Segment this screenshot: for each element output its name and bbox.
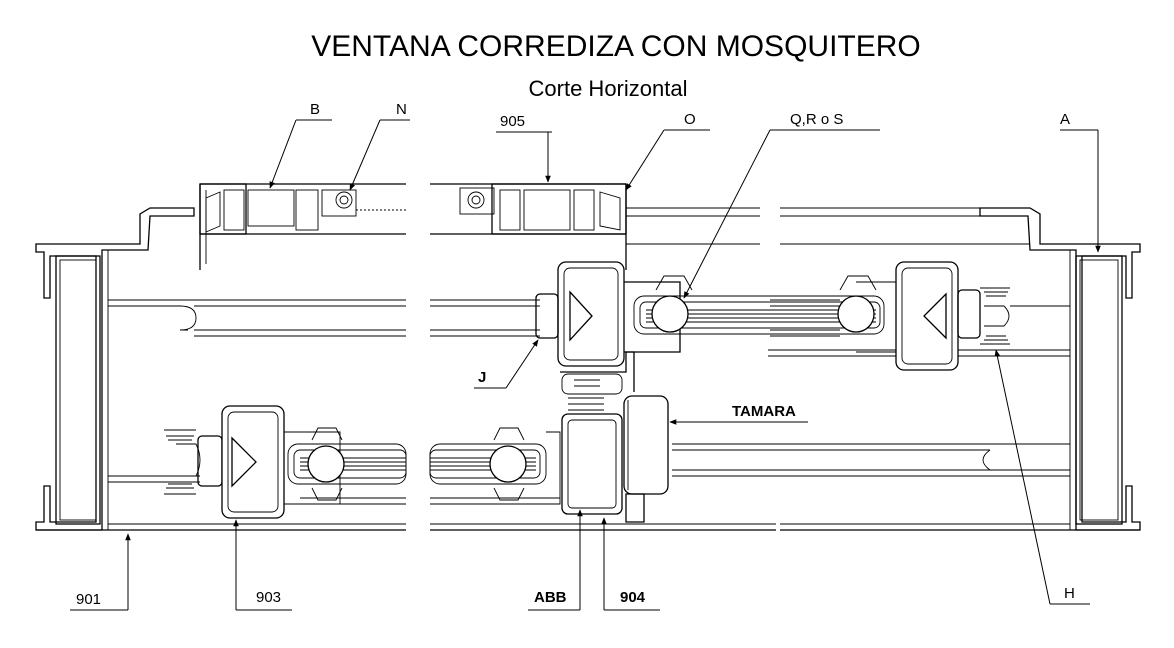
label-j: J — [478, 369, 486, 386]
interlock-meeting-stile — [560, 351, 669, 523]
label-h: H — [1064, 585, 1075, 602]
label-qrs: Q,R o S — [790, 111, 843, 128]
label-903: 903 — [256, 589, 281, 606]
drawing-subtitle: Corte Horizontal — [529, 76, 688, 101]
label-b: B — [310, 101, 320, 118]
label-a: A — [1060, 111, 1070, 128]
label-abb: ABB — [534, 589, 567, 606]
break-gap-left — [407, 170, 429, 550]
drawing-title: VENTANA CORREDIZA CON MOSQUITERO — [311, 30, 921, 63]
label-tamara: TAMARA — [732, 403, 796, 420]
break-gap-top-right — [761, 200, 779, 260]
outer-frame — [35, 207, 1141, 531]
label-o: O — [684, 111, 696, 128]
label-905: 905 — [500, 113, 525, 130]
leader-lines — [70, 119, 1101, 611]
lower-sliding-sash — [164, 405, 561, 519]
upper-sliding-sash — [535, 261, 1010, 371]
mosquito-screen-frame — [199, 183, 627, 270]
label-904: 904 — [620, 589, 646, 606]
label-901: 901 — [76, 591, 101, 608]
label-n: N — [396, 101, 407, 118]
part-labels: B N 905 O Q,R o S A J TAMARA 901 903 ABB… — [76, 101, 1075, 608]
